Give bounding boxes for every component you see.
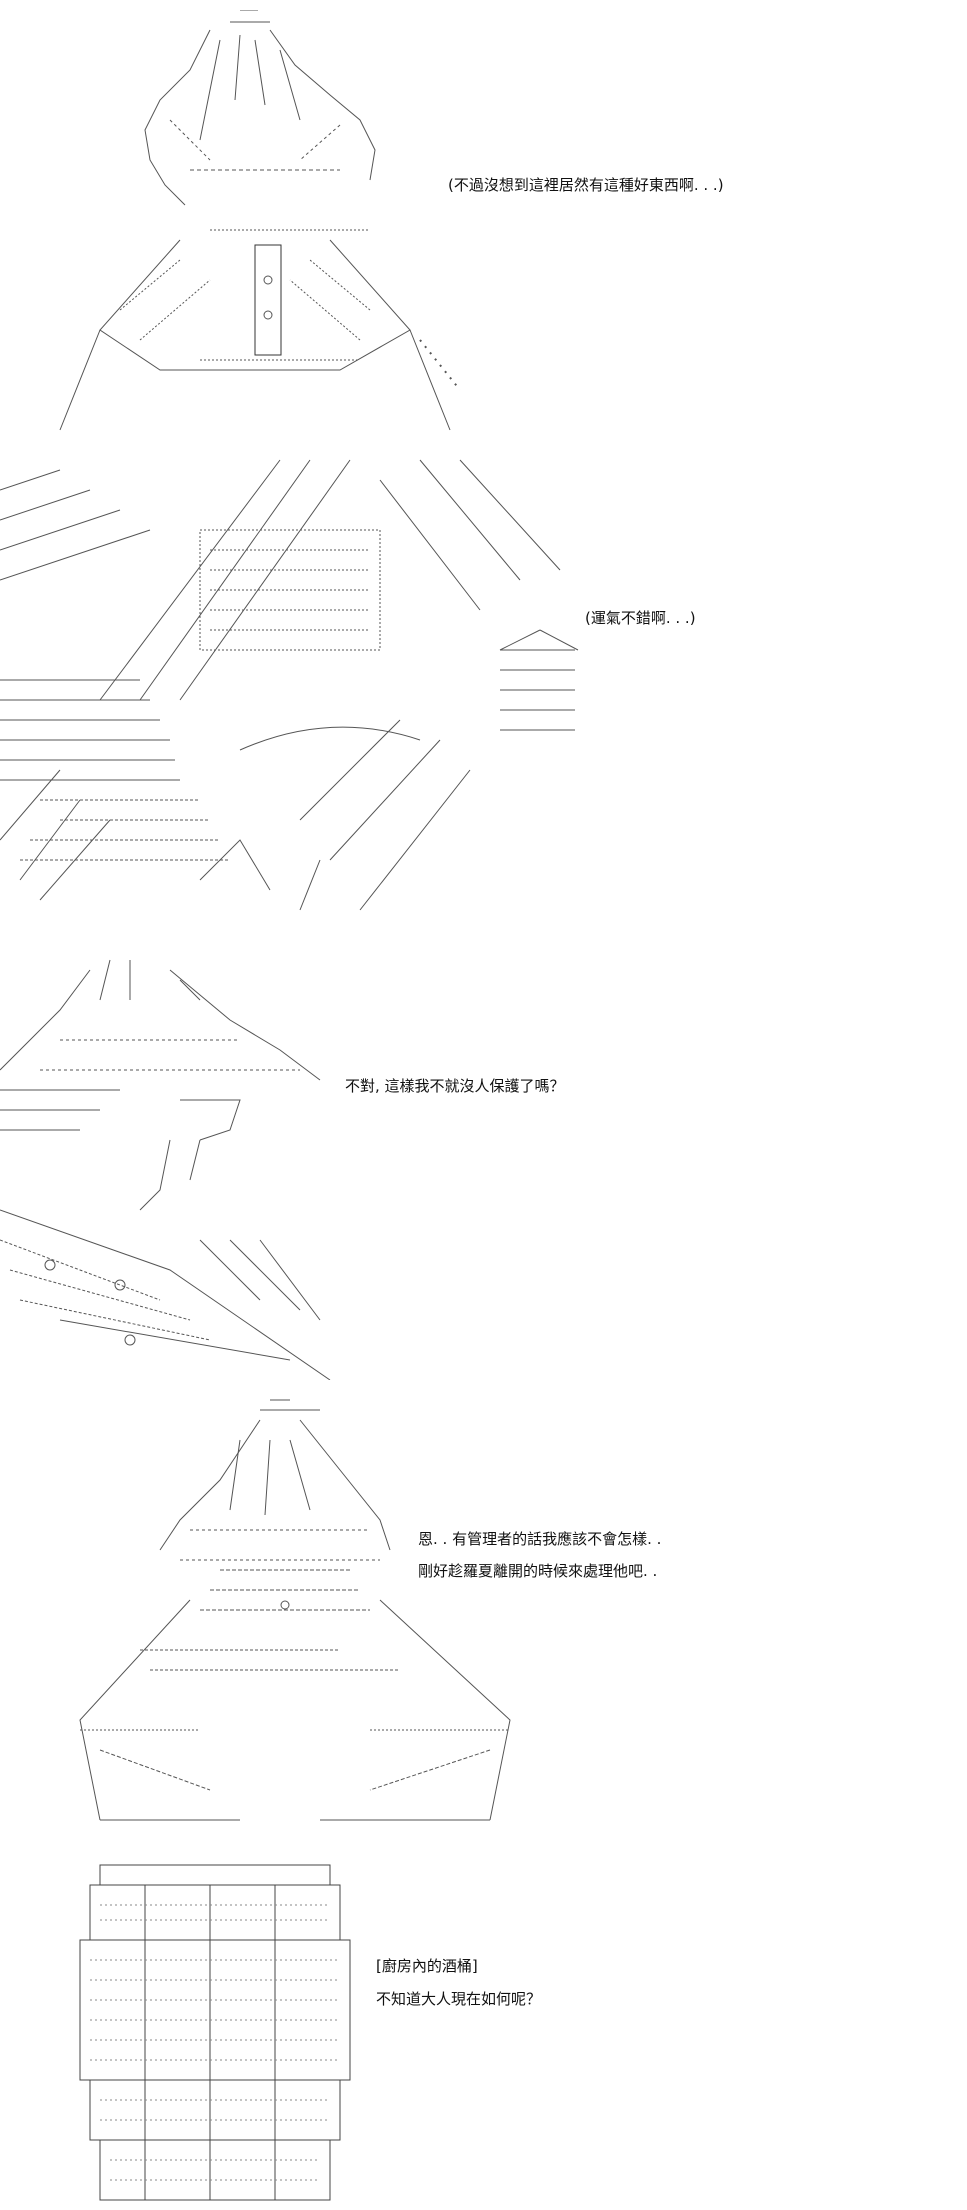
- panel-1: (不過沒想到這裡居然有這種好東西啊. . .): [0, 0, 967, 440]
- panel-3: 不對, 這樣我不就沒人保護了嗎？: [0, 940, 967, 1380]
- dialogue-line: 恩. . 有管理者的話我應該不會怎樣. .: [418, 1530, 662, 1548]
- ascii-art-figure-standing: [40, 1390, 540, 1850]
- dialogue-line: [廚房內的酒桶]: [376, 1957, 478, 1975]
- dialogue-line: (運氣不錯啊. . .): [585, 609, 696, 627]
- ascii-art-figure-drinking: [0, 940, 340, 1380]
- ascii-art-barrel: [70, 1860, 360, 2210]
- panel-2: (運氣不錯啊. . .): [0, 440, 967, 940]
- dialogue-line: 剛好趁羅夏離開的時候來處理他吧. .: [418, 1562, 658, 1580]
- ascii-art-closeup: [0, 440, 590, 940]
- panel-4: 恩. . 有管理者的話我應該不會怎樣. . 剛好趁羅夏離開的時候來處理他吧. .: [0, 1380, 967, 1850]
- dialogue-line: (不過沒想到這裡居然有這種好東西啊. . .): [448, 176, 724, 194]
- dialogue-line: 不對, 這樣我不就沒人保護了嗎？: [345, 1077, 565, 1095]
- dialogue-line: 不知道大人現在如何呢？: [376, 1990, 542, 2008]
- ascii-art-figure-with-flask: [40, 10, 480, 440]
- panel-5: [廚房內的酒桶] 不知道大人現在如何呢？: [0, 1850, 967, 2210]
